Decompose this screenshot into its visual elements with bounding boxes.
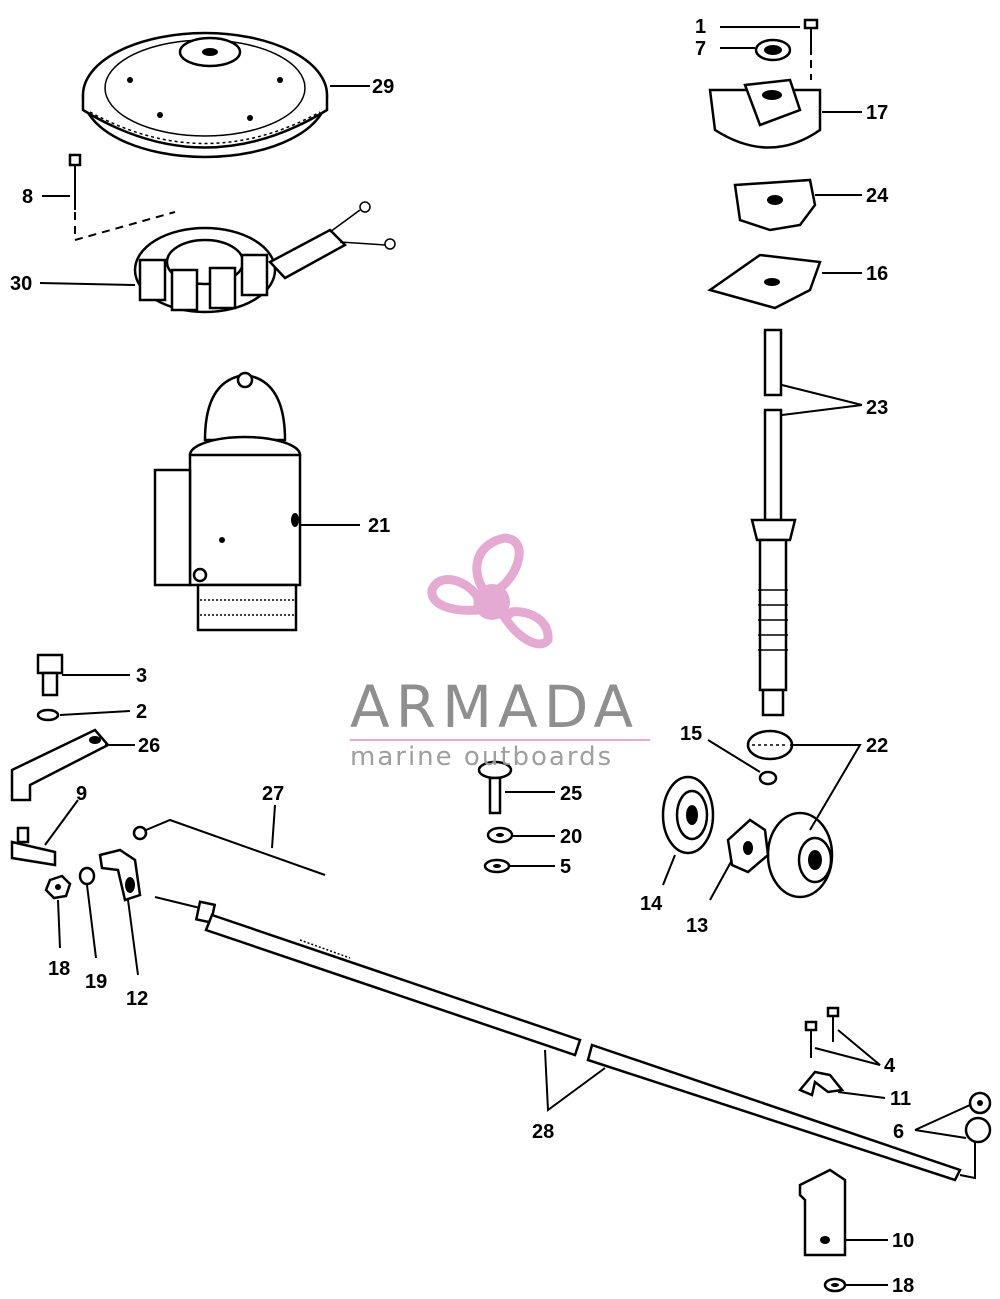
callout-20: 20 — [560, 826, 582, 848]
starter-motor-part — [153, 371, 302, 632]
callout-6: 6 — [893, 1121, 904, 1143]
callout-17: 17 — [866, 102, 888, 124]
control-cable-part — [154, 896, 976, 1182]
seal-7-part — [754, 38, 792, 62]
leader-2 — [59, 710, 131, 716]
clamp-11-part — [797, 1070, 845, 1097]
callout-18b: 18 — [892, 1275, 914, 1297]
connector-9-part — [10, 826, 57, 867]
nut-15-part — [758, 770, 778, 786]
bolt-8-part — [68, 153, 82, 210]
leader-4 — [814, 1029, 881, 1066]
callout-7: 7 — [695, 38, 706, 60]
callout-16: 16 — [866, 263, 888, 285]
nut-18b-part — [823, 1277, 847, 1293]
washer-5-part — [483, 858, 511, 874]
bracket-12-part — [98, 848, 142, 902]
callout-28: 28 — [532, 1121, 554, 1143]
bolt-3-part — [36, 653, 64, 697]
leader-28 — [544, 1049, 606, 1112]
drive-shaft-part — [750, 328, 797, 717]
leader-12 — [127, 899, 139, 976]
leader-30 — [39, 282, 136, 286]
leader-22 — [790, 744, 862, 831]
impeller-part — [733, 178, 817, 232]
leader-14 — [662, 854, 676, 886]
watermark-logo: ARMADA marine outboards — [350, 533, 650, 772]
callout-2: 2 — [136, 701, 147, 723]
gear-14-part — [661, 775, 715, 855]
callout-4: 4 — [884, 1055, 896, 1077]
callout-21: 21 — [368, 515, 390, 537]
watermark-brand: ARMADA — [350, 673, 639, 741]
flywheel-part — [81, 31, 329, 159]
nut-20-part — [486, 826, 514, 844]
thumbscrew-25-part — [477, 760, 513, 815]
callout-5: 5 — [560, 856, 571, 878]
washer-19-part — [78, 866, 96, 886]
callout-11: 11 — [890, 1088, 911, 1110]
ball-joints-6-part — [964, 1091, 992, 1144]
leader-6 — [914, 1104, 971, 1139]
nut-18a-part — [44, 874, 72, 900]
lever-26-part — [10, 728, 110, 802]
callout-8: 8 — [22, 186, 33, 208]
callout-24: 24 — [866, 185, 889, 207]
leader-27 — [271, 804, 276, 849]
leader-11 — [837, 1091, 886, 1099]
washer-2-part — [36, 708, 60, 722]
leader-19 — [86, 884, 97, 959]
callout-15: 15 — [680, 723, 702, 745]
leader-15 — [707, 739, 761, 773]
dash-8 — [74, 211, 176, 242]
gear-22-part — [766, 811, 834, 899]
callout-14: 14 — [640, 893, 663, 915]
callout-1: 1 — [695, 16, 706, 38]
callout-26: 26 — [138, 735, 160, 757]
callout-18a: 18 — [48, 958, 70, 980]
rod-27-part — [132, 818, 326, 876]
water-pump-housing-part — [708, 78, 822, 149]
callout-30: 30 — [10, 273, 32, 295]
callout-22: 22 — [866, 735, 888, 757]
callout-29: 29 — [372, 76, 394, 98]
callout-27: 27 — [262, 783, 284, 805]
callout-9: 9 — [76, 783, 87, 805]
callout-13: 13 — [686, 915, 708, 937]
pinion-gear-part — [746, 729, 794, 761]
bolt-1-part — [803, 18, 819, 55]
leader-18a — [57, 899, 61, 949]
leader-23 — [781, 384, 863, 416]
callout-19: 19 — [85, 971, 107, 993]
callout-12: 12 — [126, 988, 148, 1010]
watermark-tagline: marine outboards — [350, 742, 613, 772]
propeller-icon — [427, 533, 553, 649]
callout-3: 3 — [136, 665, 147, 687]
screws-4-part — [804, 1006, 840, 1058]
callout-25: 25 — [560, 783, 582, 805]
impeller-plate-part — [707, 253, 822, 310]
callout-10: 10 — [892, 1230, 914, 1252]
stator-part — [133, 201, 396, 314]
clutch-13-part — [726, 818, 770, 874]
leader-13 — [709, 859, 733, 901]
callout-23: 23 — [866, 397, 888, 419]
bracket-10-part — [798, 1168, 847, 1257]
leader-9 — [44, 799, 79, 846]
